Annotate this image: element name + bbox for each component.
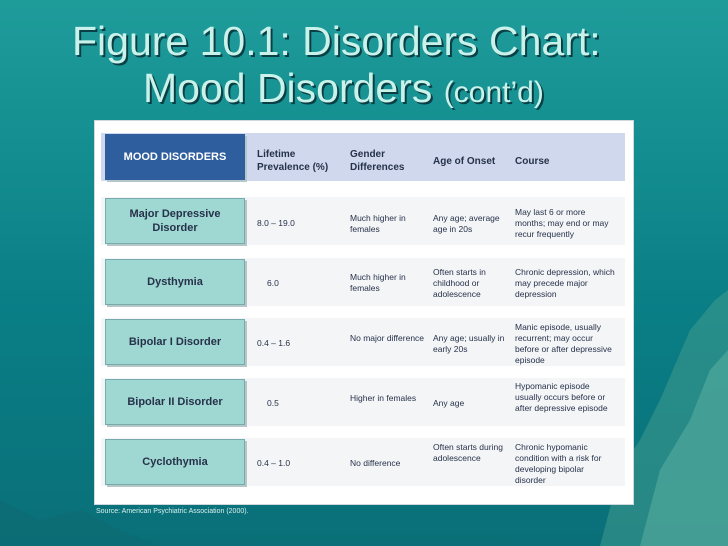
cell-gender: Much higher in females <box>350 272 406 293</box>
cell-onset: Any age; usually in early 20s <box>433 333 505 354</box>
cell-gender: Higher in females <box>350 393 417 403</box>
cell-onset: Any age <box>433 398 465 408</box>
cell-course: Manic episode, usually recurrent; may oc… <box>515 322 612 365</box>
cell-prevalence: 6.0 <box>267 278 279 288</box>
title-line-1: Figure 10.1: Disorders Chart: <box>72 18 601 64</box>
cell-prevalence: 0.4 – 1.6 <box>257 338 291 348</box>
cell-gender: No major difference <box>350 333 425 343</box>
header-prevalence: Lifetime Prevalence (%) <box>257 149 329 173</box>
row-label: Dysthymia <box>105 259 245 305</box>
cell-prevalence: 0.4 – 1.0 <box>257 458 291 468</box>
header-gender: Gender Differences <box>350 149 405 173</box>
title-line-2: Mood Disorders (cont’d) <box>143 65 544 116</box>
cell-prevalence: 8.0 – 19.0 <box>257 218 295 228</box>
disorders-table: MOOD DISORDERS Lifetime Prevalence (%) G… <box>94 120 634 505</box>
row-label: Cyclothymia <box>105 439 245 485</box>
cell-onset: Often starts during adolescence <box>433 442 503 463</box>
cell-course: Hypomanic episode usually occurs before … <box>515 381 608 413</box>
cell-course: Chronic hypomanic condition with a risk … <box>515 442 602 485</box>
header-onset: Age of Onset <box>433 156 496 167</box>
source-note: Source: American Psychiatric Association… <box>96 508 249 515</box>
row-label: Bipolar I Disorder <box>105 319 245 365</box>
row-label: Major Depressive Disorder <box>105 198 245 244</box>
cell-prevalence: 0.5 <box>267 398 279 408</box>
header-label: MOOD DISORDERS <box>105 134 245 180</box>
cell-gender: Much higher in females <box>350 213 406 234</box>
title-main: Mood Disorders <box>143 65 433 111</box>
row-label: Bipolar II Disorder <box>105 379 245 425</box>
header-course: Course <box>515 156 550 167</box>
cell-course: May last 6 or more months; may end or ma… <box>515 207 609 239</box>
cell-onset: Often starts in childhood or adolescence <box>433 267 486 299</box>
title-cont: (cont’d) <box>443 76 544 109</box>
cell-onset: Any age; average age in 20s <box>433 213 500 234</box>
cell-course: Chronic depression, which may precede ma… <box>515 267 615 299</box>
cell-gender: No difference <box>350 458 401 468</box>
